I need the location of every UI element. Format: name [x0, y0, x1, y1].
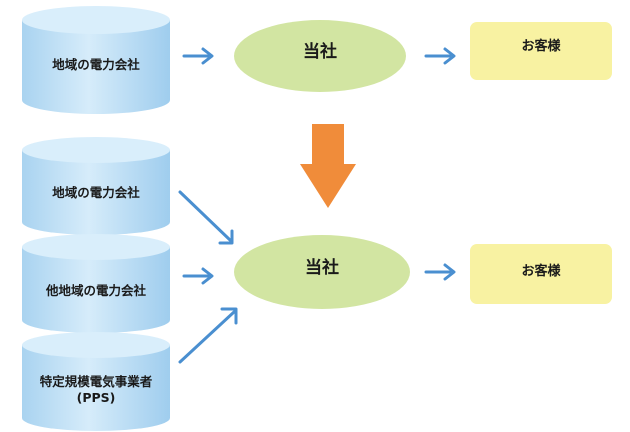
database-cylinder-bottom-2: [22, 234, 170, 333]
company-label-bottom: 当社: [305, 258, 339, 279]
arrow-company-to-customer-bottom: [424, 263, 456, 281]
arrow-company-to-customer-top: [424, 47, 456, 65]
source-label-bottom-1: 地域の電力会社: [52, 185, 140, 201]
arrow-source2-to-company-bottom: [182, 267, 214, 285]
customer-box-bottom: [470, 244, 612, 304]
customer-box-top: [470, 22, 612, 80]
database-cylinder-bottom-1: [22, 137, 170, 235]
arrow-source1-to-company-bottom: [178, 190, 234, 245]
arrow-source-to-company-top: [182, 47, 214, 65]
company-ellipse-bottom: [234, 235, 410, 309]
arrow-source3-to-company-bottom: [178, 307, 238, 364]
database-cylinder-top-source: [22, 6, 170, 114]
source-label-bottom-2: 他地域の電力会社: [45, 283, 146, 299]
company-ellipse-top: [234, 20, 406, 92]
source-label-bottom-3: 特定規模電気事業者 (PPS): [39, 374, 153, 405]
transition-down-arrow: [300, 124, 356, 208]
source-label-top: 地域の電力会社: [52, 57, 140, 73]
company-label-top: 当社: [303, 42, 337, 63]
customer-label-bottom: お客様: [521, 263, 561, 279]
customer-label-top: お客様: [521, 38, 561, 54]
database-cylinder-bottom-3: [22, 332, 170, 431]
